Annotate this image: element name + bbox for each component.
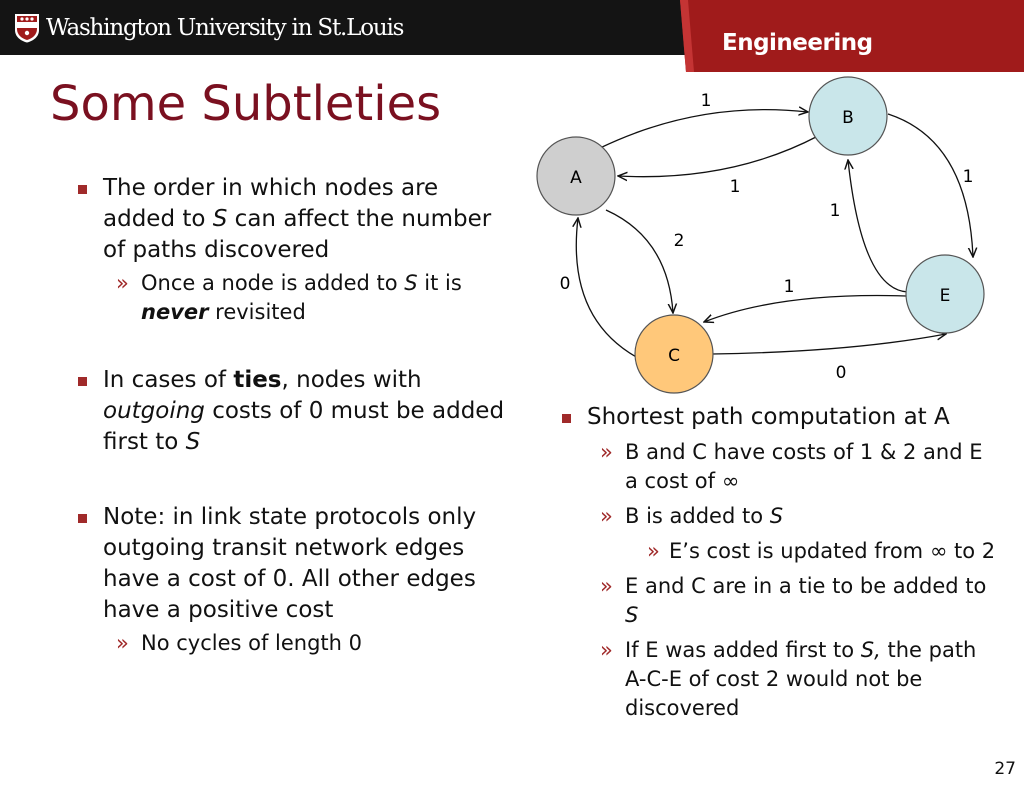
bullet-order-of-nodes: The order in which nodes are added to S … xyxy=(76,173,516,266)
node-c-label: C xyxy=(668,346,680,366)
edge-cost-a-b: 1 xyxy=(701,91,712,111)
edge-a-to-c xyxy=(605,209,673,313)
edge-cost-a-c: 2 xyxy=(674,231,685,251)
node-a-label: A xyxy=(570,168,582,188)
bullet-marker: » xyxy=(647,539,660,563)
bullet-marker: » xyxy=(600,440,613,464)
bullet-shortest-path: Shortest path computation at A xyxy=(560,402,1000,433)
network-graph: A B C E 1 1 1 1 2 0 1 0 xyxy=(536,76,985,394)
sub-bullet-costs: » B and C have costs of 1 & 2 and E a co… xyxy=(600,440,983,493)
sub-bullet-no-cycles: » No cycles of length 0 xyxy=(114,629,516,658)
node-b xyxy=(808,76,888,156)
bullet-link-state-note: Note: in link state protocols only outgo… xyxy=(76,502,516,626)
sub-sub-bullet-e-updated: » E’s cost is updated from ∞ to 2 xyxy=(645,537,1000,566)
edge-e-to-b xyxy=(848,160,909,293)
bullet-marker: » xyxy=(600,574,613,598)
sub-bullet-never-revisited: » Once a node is added to S it is never … xyxy=(116,271,462,324)
edge-cost-b-a: 1 xyxy=(730,177,741,197)
edge-c-to-e xyxy=(711,334,946,355)
node-e xyxy=(905,254,985,334)
node-b-label: B xyxy=(842,108,854,128)
edge-a-to-b xyxy=(599,110,808,149)
edge-b-to-a xyxy=(618,135,819,177)
node-e-label: E xyxy=(940,286,951,306)
edge-e-to-c xyxy=(704,294,907,322)
edge-cost-e-b: 1 xyxy=(830,201,841,221)
bullet-ties: In cases of ties, nodes with outgoing co… xyxy=(76,365,516,458)
sub-bullet-b-added: » B is added to S xyxy=(598,502,1000,531)
bullet-marker: » xyxy=(116,271,129,295)
engineering-band xyxy=(680,0,1024,72)
edge-cost-c-e: 0 xyxy=(836,363,847,383)
right-column: Shortest path computation at A » B and C… xyxy=(560,402,1000,723)
node-a xyxy=(536,136,616,216)
edge-cost-b-e: 1 xyxy=(963,167,974,187)
edge-cost-c-a: 0 xyxy=(560,274,571,294)
edge-c-to-a xyxy=(576,218,639,359)
sub-bullet-e-first: » If E was added first to S, the path A-… xyxy=(600,638,977,720)
bullet-marker: » xyxy=(600,504,613,528)
left-column: The order in which nodes are added to S … xyxy=(76,173,516,658)
page-number: 27 xyxy=(994,759,1016,779)
university-logo: Washington University in St.Louis xyxy=(14,12,404,44)
bullet-marker: » xyxy=(600,638,613,662)
sub-bullet-tie: » E and C are in a tie to be added to S xyxy=(600,574,987,627)
node-c xyxy=(634,314,714,394)
school-name: Engineering xyxy=(722,30,873,56)
university-name: Washington University in St.Louis xyxy=(46,15,404,41)
slide-title: Some Subtleties xyxy=(50,76,442,132)
university-seal-icon xyxy=(15,14,39,43)
edge-b-to-e xyxy=(887,113,973,257)
edge-cost-e-c: 1 xyxy=(784,277,795,297)
bullet-marker: » xyxy=(116,631,129,655)
